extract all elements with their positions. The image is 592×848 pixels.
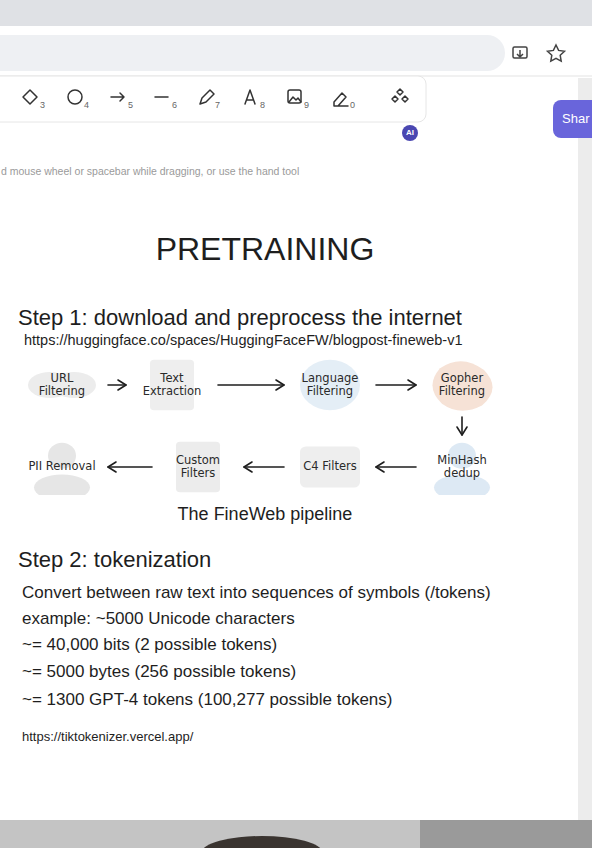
pipeline-step: MinHash dedup: [420, 439, 504, 495]
step-label: Language Filtering: [292, 369, 368, 401]
pipeline-step: PII Removal: [20, 439, 104, 495]
flow-arrow: [108, 462, 152, 472]
tool-url: https://tiktokenizer.vercel.app/: [22, 729, 193, 745]
body-line: ~= 5000 bytes (256 possible tokens): [22, 662, 296, 682]
step-label: PII Removal: [26, 457, 97, 476]
share-label: Shar: [562, 111, 589, 127]
source-url: https://huggingface.co/spaces/HuggingFac…: [24, 332, 462, 349]
step-label: Gopher Filtering: [424, 369, 500, 401]
shortcut-number: 0: [350, 100, 355, 111]
shortcut-number: 8: [260, 100, 265, 111]
tab-strip: [0, 0, 592, 26]
flow-arrow: [218, 380, 284, 390]
shortcut-number: 4: [84, 100, 89, 111]
body-line: example: ~5000 Unicode characters: [22, 609, 295, 629]
flow-arrow: [244, 462, 284, 472]
side-strip: [578, 78, 592, 820]
step-label: C4 Filters: [301, 457, 358, 476]
video-background: [420, 820, 592, 848]
share-button: [553, 100, 592, 138]
address-field: [0, 35, 505, 71]
step-heading: Step 2: tokenization: [18, 547, 211, 573]
shortcut-number: 9: [304, 100, 309, 111]
slide-title: PRETRAINING: [0, 230, 530, 268]
presenter-head: [202, 836, 322, 848]
flow-arrow: [376, 380, 416, 390]
step-label: MinHash dedup: [424, 451, 500, 483]
shortcut-number: 7: [215, 100, 220, 111]
toolbar-panel: [0, 76, 426, 122]
body-line: ~= 1300 GPT-4 tokens (100,277 possible t…: [22, 690, 392, 710]
pipeline-step: C4 Filters: [288, 439, 372, 495]
body-line: ~= 40,000 bits (2 possible tokens): [22, 635, 277, 655]
pipeline-step: Language Filtering: [288, 357, 372, 413]
ai-badge-text: AI: [402, 128, 418, 138]
pipeline-step: Gopher Filtering: [420, 357, 504, 413]
step-heading: Step 1: download and preprocess the inte…: [18, 305, 462, 331]
browser-icons: [513, 45, 565, 61]
pipeline-step: URL Filtering: [20, 357, 104, 413]
shortcut-number: 6: [172, 100, 177, 111]
step-label: URL Filtering: [24, 369, 100, 401]
pipeline-step: Custom Filters: [156, 439, 240, 495]
shortcut-number: 5: [128, 100, 133, 111]
flow-arrow: [108, 380, 126, 390]
body-line: Convert between raw text into sequences …: [22, 583, 491, 603]
pipeline-step: Text Extraction: [130, 357, 214, 413]
pipeline-caption: The FineWeb pipeline: [0, 504, 530, 526]
step-label: Custom Filters: [160, 451, 236, 483]
step-label: Text Extraction: [134, 369, 210, 401]
shortcut-number: 3: [40, 100, 45, 111]
flow-arrow: [457, 417, 467, 435]
flow-arrow: [376, 462, 416, 472]
ai-badge: [402, 125, 418, 141]
canvas-hint: d mouse wheel or spacebar while dragging…: [1, 165, 299, 178]
